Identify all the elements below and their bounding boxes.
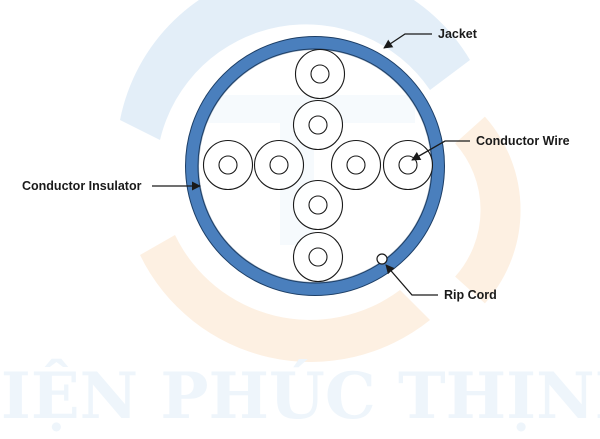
conductor-4 bbox=[253, 139, 305, 191]
conductor-wire bbox=[269, 155, 289, 175]
conductor-wire-arrow bbox=[411, 140, 470, 161]
conductor-wire bbox=[398, 155, 418, 175]
conductor-3 bbox=[202, 139, 254, 191]
conductor-6 bbox=[382, 139, 434, 191]
conductor-insulator-label: Conductor Insulator bbox=[22, 179, 142, 193]
rip-cord-label: Rip Cord bbox=[444, 288, 497, 302]
watermark-text: ĐIỆN PHÚC THỊNH bbox=[0, 359, 600, 434]
conductor-8 bbox=[292, 231, 344, 283]
conductor-wire bbox=[310, 64, 330, 84]
jacket-arrow bbox=[383, 33, 432, 49]
conductor-wire bbox=[308, 195, 328, 215]
conductor-7 bbox=[292, 179, 344, 231]
conductor-2 bbox=[292, 99, 344, 151]
conductor-wire bbox=[308, 115, 328, 135]
cable-jacket bbox=[185, 36, 445, 296]
conductor-5 bbox=[330, 139, 382, 191]
conductor-wire-label: Conductor Wire bbox=[476, 134, 570, 148]
rip-cord-arrow bbox=[385, 264, 438, 296]
conductor-wire bbox=[308, 247, 328, 267]
jacket-label: Jacket bbox=[438, 27, 478, 41]
rip-cord bbox=[376, 253, 388, 265]
conductor-wire bbox=[218, 155, 238, 175]
conductor-wire bbox=[346, 155, 366, 175]
conductor-1 bbox=[294, 48, 346, 100]
callout-arrows bbox=[152, 33, 470, 296]
